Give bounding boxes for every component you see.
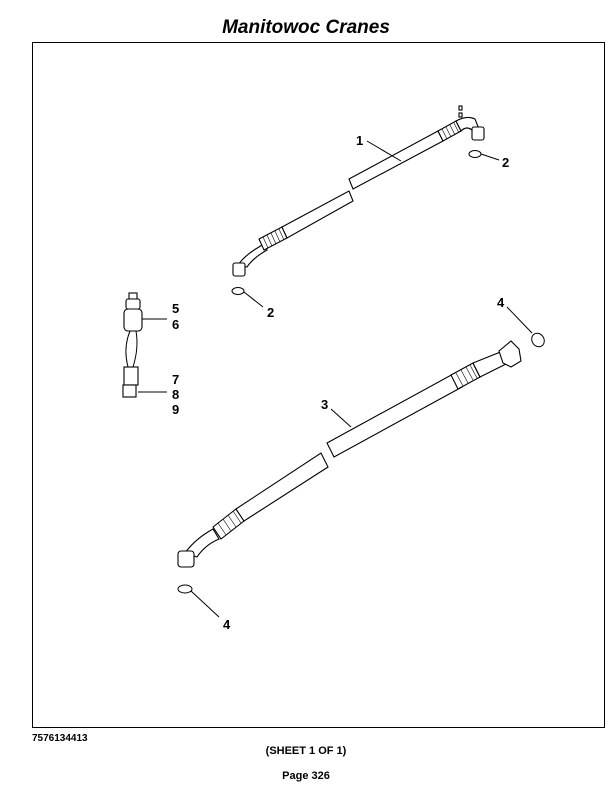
switch-hex	[125, 298, 141, 310]
callout-9: 9	[172, 402, 179, 417]
leader-3	[330, 408, 352, 428]
hose1-lower-nut	[232, 262, 246, 277]
callout-7: 7	[172, 372, 179, 387]
callout-8: 8	[172, 387, 179, 402]
leader-4-upper	[506, 306, 533, 334]
callout-3: 3	[321, 397, 328, 412]
sheet-indicator: (SHEET 1 OF 1)	[265, 745, 347, 757]
callout-5: 5	[172, 301, 179, 316]
bleed-screw	[458, 112, 463, 118]
diagram-frame: 1 2 2 3 4 4 5 6 7 8 9	[32, 42, 605, 728]
callout-4-upper: 4	[497, 295, 505, 310]
hose3-upper-nut	[498, 340, 522, 368]
switch-port	[128, 292, 138, 300]
o-ring-item-2-lower	[231, 287, 245, 295]
switch-wire-b	[132, 330, 138, 368]
o-ring-item-2-upper	[468, 150, 482, 158]
hose3-upper-tube	[326, 372, 463, 458]
hose3-lower-tube	[235, 452, 329, 522]
hose3-lower-nut	[177, 550, 195, 568]
hose-item-1	[232, 105, 485, 277]
o-ring-item-4-upper	[531, 332, 545, 348]
exploded-parts-diagram: 1 2 2 3 4 4 5 6 7 8 9	[122, 105, 545, 632]
hose1-upper-nut	[471, 126, 485, 141]
leader-1	[366, 140, 402, 162]
callout-4-lower: 4	[223, 617, 231, 632]
pressure-switch-assembly	[122, 292, 143, 398]
callout-6: 6	[172, 317, 179, 332]
leader-2-lower	[243, 291, 264, 308]
bleed-cap	[458, 105, 463, 111]
callout-1: 1	[356, 133, 363, 148]
page-title: Manitowoc Cranes	[222, 17, 390, 38]
callout-2-lower: 2	[267, 305, 274, 320]
hose3-lower-bend	[184, 528, 220, 558]
part-number: 7576134413	[32, 733, 88, 744]
hose-item-3	[177, 340, 522, 568]
leader-4-lower	[190, 590, 220, 618]
leader-2-upper	[480, 153, 500, 161]
switch-connector	[123, 366, 139, 386]
switch-body	[123, 308, 143, 332]
leader-lines	[138, 140, 533, 618]
o-ring-item-4-lower	[177, 584, 193, 594]
page-number: Page 326	[282, 770, 330, 782]
hose1-lower-tube	[281, 190, 354, 239]
switch-connector-seal	[122, 384, 137, 398]
hose1-lower-collar	[258, 226, 288, 251]
callout-2-upper: 2	[502, 155, 509, 170]
switch-wire-a	[125, 330, 131, 368]
